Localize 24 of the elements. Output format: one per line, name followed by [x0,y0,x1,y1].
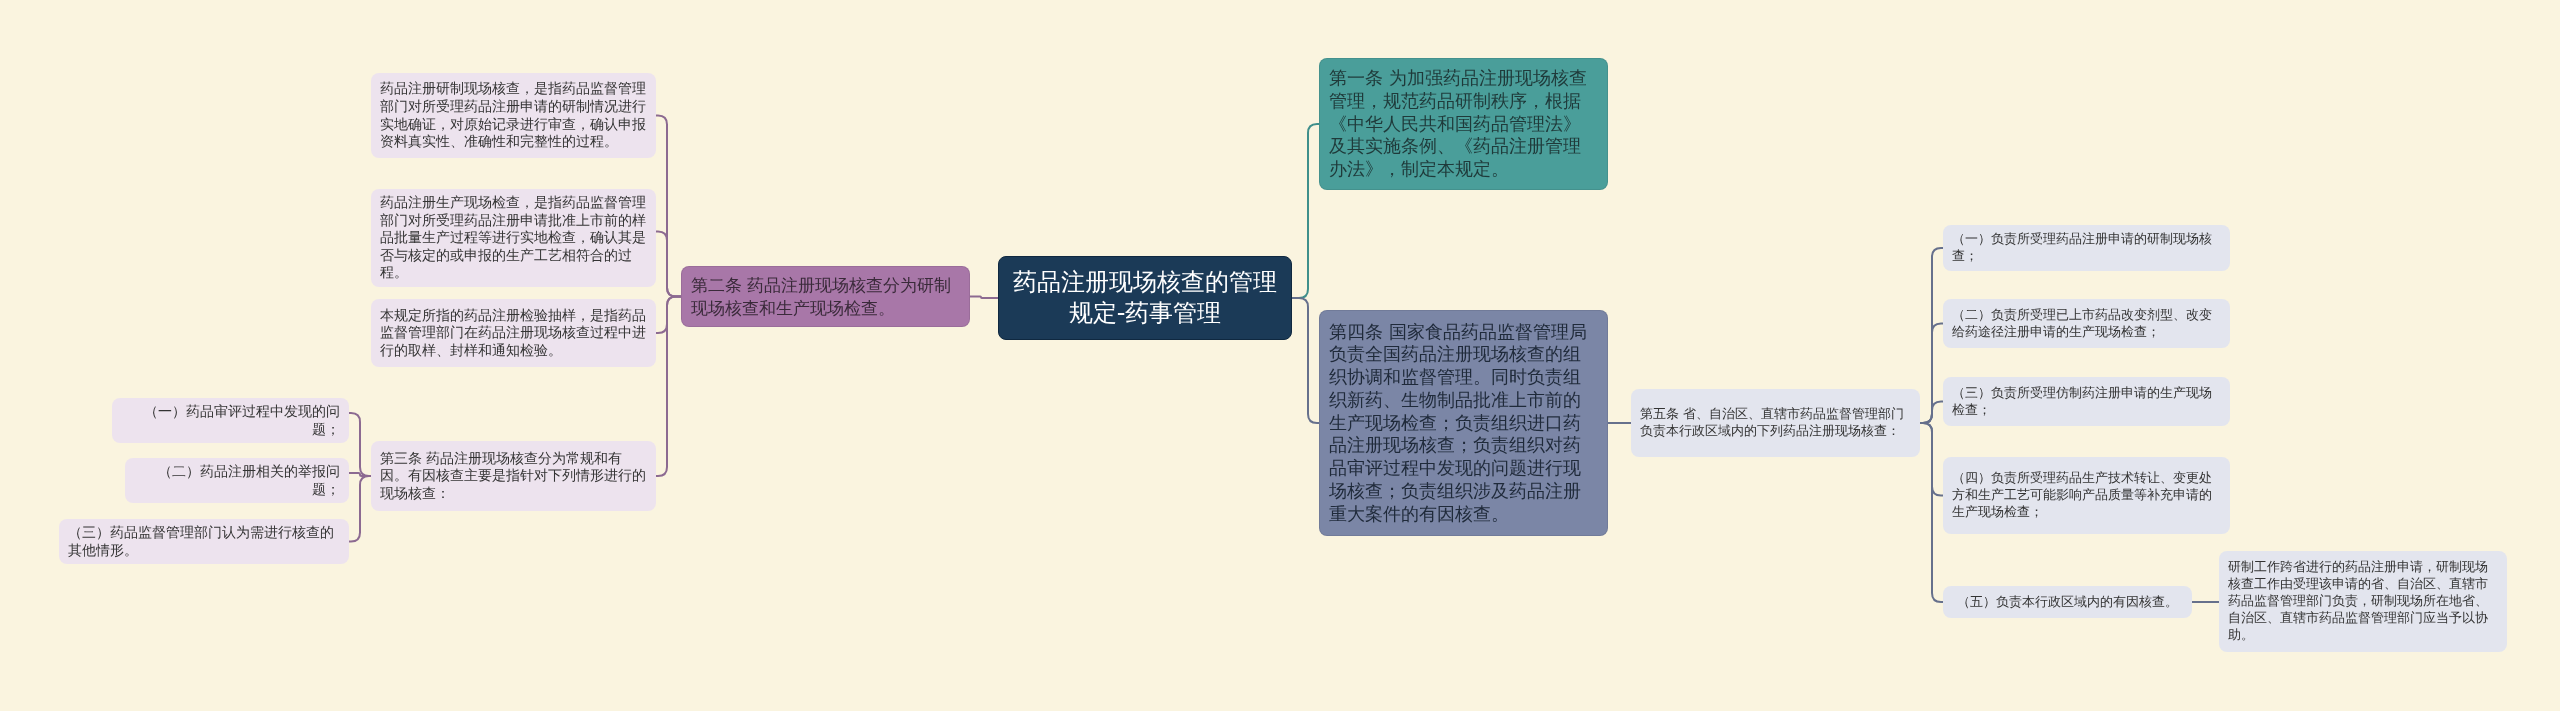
subtopic-box: 药品注册生产现场检查，是指药品监督管理部门对所受理药品注册申请批准上市前的样品批量生产过程等进行实地检查，确认其是否与核定的或申报的生产工艺相符合的过程。 [371,189,656,287]
subtopic-box: （二）负责所受理已上市药品改变剂型、改变给药途径注册申请的生产现场检查； [1943,299,2230,348]
subtopic-box: 研制工作跨省进行的药品注册申请，研制现场核查工作由受理该申请的省、自治区、直辖市药品监督管理部门负责，研制现场所在地省、自治区、直辖市药品监督管理部门应当予以协助。 [2219,551,2507,652]
subtopic-box: （一）药品审评过程中发现的问题； [112,398,349,444]
subtopic-box: 第三条 药品注册现场核查分为常规和有因。有因核查主要是指针对下列情形进行的现场核查： [371,441,656,511]
connector-line [969,295,999,299]
subtopic-box: （四）负责所受理药品生产技术转让、变更处方和生产工艺可能影响产品质量等补充申请的生产现场检查； [1943,457,2230,534]
subtopic-box: （三）药品监督管理部门认为需进行核查的其他情形。 [59,519,349,565]
connector-line [348,475,372,543]
subtopic-box: （五）负责本行政区域内的有因核查。 [1943,586,2192,618]
subtopic-box: （二）药品注册相关的举报问题； [125,458,349,504]
subtopic-box: （一）负责所受理药品注册申请的研制现场核查； [1943,225,2230,271]
connector-line [1607,422,1632,424]
subtopic-box: 药品注册研制现场核查，是指药品监督管理部门对所受理药品注册申请的研制情况进行实地确证，对原始记录进行审查，确认申报资料真实性、准确性和完整性的过程。 [371,73,656,158]
topic-box: 药品注册现场核查的管理规定-药事管理 [998,256,1292,340]
connector-line [655,295,682,477]
topic-box: 第四条 国家食品药品监督管理局负责全国药品注册现场核查的组织协调和监督管理。同时负责组织新药、生物制品批准上市前的生产现场检查；负责组织进口药品注册现场核查；负责组织对药品审评过程中发现的问题进行现场核查；负责组织涉及药品注册重大案件的有因核查。 [1319,310,1608,536]
topic-box: 第二条 药品注册现场核查分为研制现场核查和生产现场检查。 [681,266,970,327]
subtopic-box: 本规定所指的药品注册检验抽样，是指药品监督管理部门在药品注册现场核查过程中进行的取样、封样和通知检验。 [371,299,656,367]
subtopic-box: （三）负责所受理仿制药注册申请的生产现场检查； [1943,377,2230,426]
subtopic-box: 第五条 省、自治区、直辖市药品监督管理部门负责本行政区域内的下列药品注册现场核查： [1631,389,1920,457]
connector-line [2191,601,2220,603]
topic-box: 第一条 为加强药品注册现场核查管理，规范药品研制秩序，根据《中华人民共和国药品管理法》及其实施条例、《药品注册管理办法》，制定本规定。 [1319,58,1608,190]
connector-line [1291,297,1320,424]
